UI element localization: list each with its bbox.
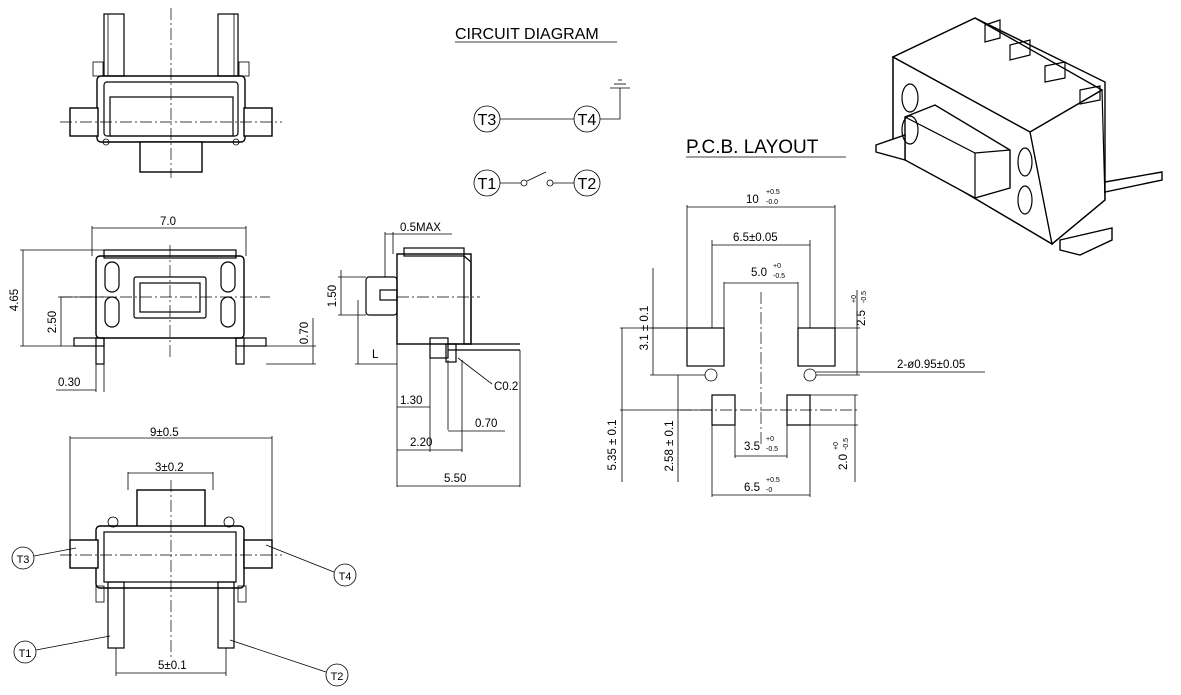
dim-6-5-bottom-tol-dn: -0 [766, 487, 772, 494]
dim-0-70: 0.70 [475, 418, 497, 430]
front-view: 7.0 4.65 2.50 0.70 0.30 [9, 216, 316, 392]
dim-2-0: 2.0 [838, 454, 850, 470]
terminal-t3: T3 [478, 112, 497, 129]
pcb-layout: P.C.B. LAYOUT 10 +0.5 -0.0 6.5±0.05 5.0 … [607, 137, 985, 497]
bottom-view: 9±0.5 3±0.2 5±0.1 T3 T4 T1 T2 [11, 427, 357, 687]
dim-10: 10 [746, 194, 759, 206]
bottom-terminal-t3: T3 [17, 554, 30, 566]
bottom-terminal-t2: T2 [331, 671, 344, 683]
dim-2-5: 2.5 [856, 310, 868, 326]
dim-3-5: 3.5 [744, 441, 760, 453]
switch-icon [526, 171, 547, 182]
dim-3-5-tol-dn: -0.5 [766, 446, 778, 453]
dim-5-0-tol-dn: -0.5 [773, 273, 785, 280]
ground-icon [610, 79, 630, 89]
bottom-terminal-t4: T4 [339, 571, 352, 583]
side-view: 0.5MAX 1.50 L C0.2 1.30 0.70 2.20 5.50 [327, 222, 521, 487]
dim-pitch: 5±0.1 [158, 660, 187, 672]
dim-10-tol-up: +0.5 [766, 189, 780, 196]
dim-1-50: 1.50 [327, 285, 339, 307]
dim-1-30: 1.30 [400, 395, 422, 407]
dim-pin: 0.30 [58, 377, 80, 389]
dim-5-0-tol-up: +0 [773, 263, 781, 270]
dim-2-0-tol-up: +0 [833, 442, 840, 450]
dim-l: L [372, 349, 379, 361]
dim-foot: 0.70 [299, 322, 311, 344]
circuit-title: CIRCUIT DIAGRAM [455, 26, 599, 43]
dim-10-tol-dn: -0.0 [766, 199, 778, 206]
dim-hole: 2-ø0.95±0.05 [897, 359, 965, 371]
terminal-t4: T4 [578, 112, 597, 129]
dim-inner: 3±0.2 [155, 462, 184, 474]
circuit-diagram: CIRCUIT DIAGRAM T3 T4 T1 T2 [455, 26, 630, 197]
dim-5-50: 5.50 [444, 473, 466, 485]
dim-max: 0.5MAX [400, 222, 441, 234]
switch-3d-view [875, 17, 1163, 256]
dim-5-35: 5.35 ± 0.1 [607, 419, 619, 470]
dim-2-5-tol-dn: -0.5 [861, 291, 868, 303]
dim-width: 7.0 [160, 216, 176, 228]
dim-3-5-tol-up: +0 [766, 436, 774, 443]
bottom-terminal-t1: T1 [19, 648, 32, 660]
terminal-t1: T1 [478, 176, 497, 193]
dim-mid: 2.50 [47, 311, 59, 333]
pcb-title: P.C.B. LAYOUT [686, 137, 819, 158]
dim-6-5-bottom: 6.5 [744, 482, 760, 494]
dim-outer: 9±0.5 [150, 427, 179, 439]
top-view [60, 8, 282, 178]
dim-5-0: 5.0 [751, 267, 767, 279]
terminal-t2: T2 [578, 176, 597, 193]
dim-2-58: 2.58 ± 0.1 [664, 420, 676, 471]
dim-2-0-tol-dn: -0.5 [843, 438, 850, 450]
dim-2-20: 2.20 [410, 437, 432, 449]
dim-2-5-tol-up: +0 [851, 295, 858, 303]
dim-c0-2: C0.2 [494, 381, 518, 393]
dim-6-5: 6.5±0.05 [733, 232, 778, 244]
dim-height: 4.65 [9, 289, 21, 311]
dim-6-5-bottom-tol-up: +0.5 [766, 477, 780, 484]
